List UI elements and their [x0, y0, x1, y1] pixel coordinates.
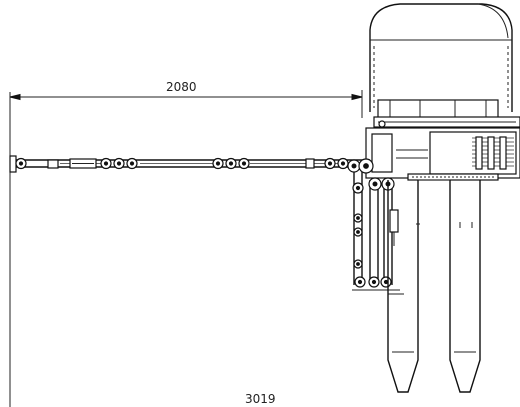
dimension-label-top: 2080 [166, 80, 197, 94]
mast-head [373, 99, 520, 128]
dimension-2080: 2080 [9, 80, 363, 407]
dimension-label-bottom: 3019 [245, 392, 276, 406]
cab-cover [369, 3, 513, 112]
forks [387, 179, 481, 393]
chassis-block [365, 120, 520, 181]
extended-boom [9, 155, 374, 174]
folded-links [352, 172, 404, 295]
